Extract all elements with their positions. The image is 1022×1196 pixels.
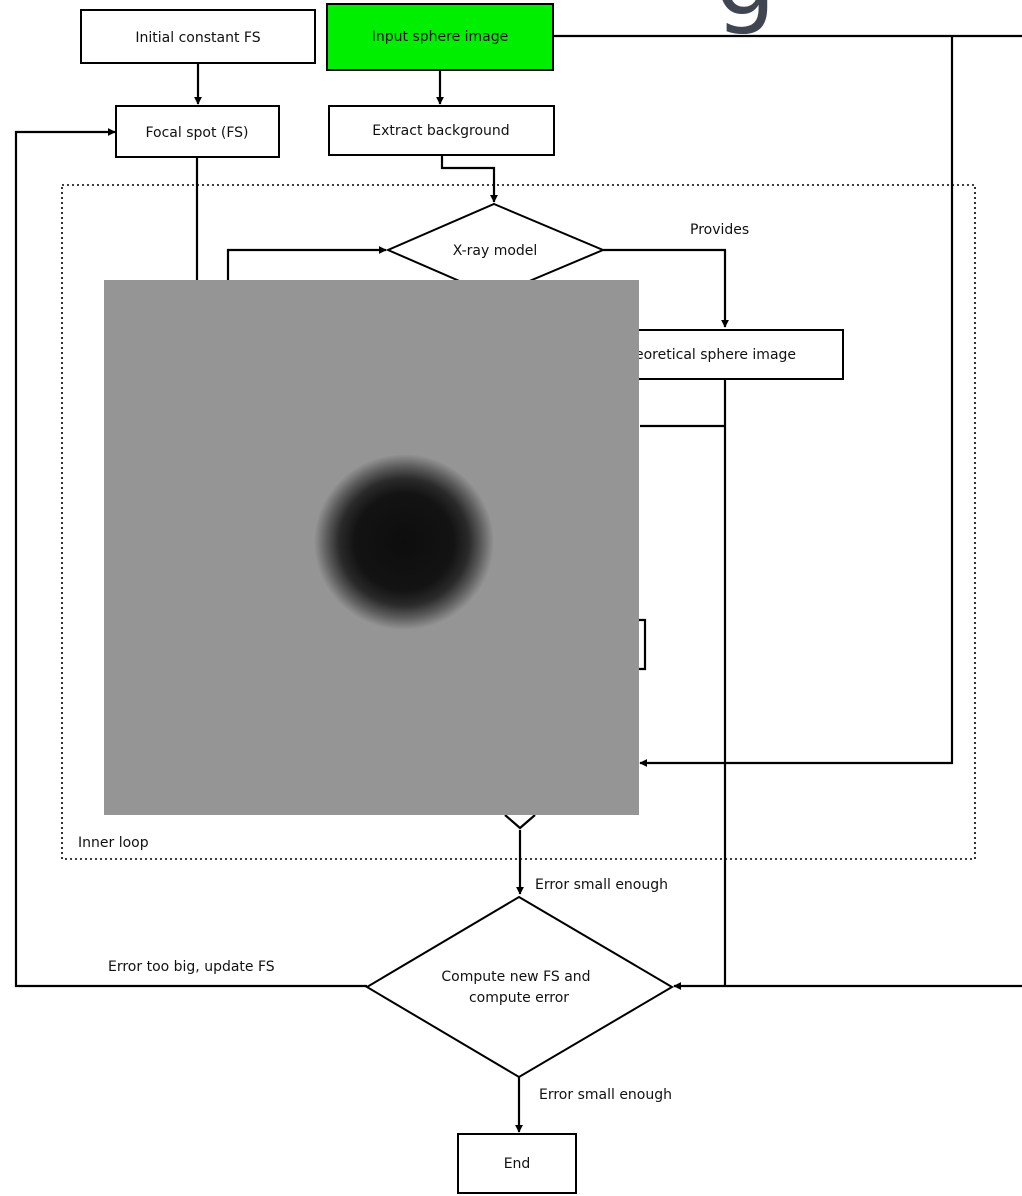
end-node [457, 1133, 577, 1194]
edge-xray-provides [603, 248, 729, 328]
compute-new-fs-node [365, 895, 674, 1079]
provides-label: Provides [690, 222, 749, 238]
focal-spot-label: Focal spot (FS) [145, 125, 248, 141]
blurred-sphere-image [104, 280, 639, 815]
edge-extract-to-xray [440, 155, 498, 203]
partial-heading-glyph: g [715, 0, 776, 37]
focal-spot-node [115, 105, 280, 158]
extract-background-node [328, 105, 555, 156]
hidden-box-edge [639, 618, 647, 671]
xray-model-label: X-ray model [453, 243, 538, 259]
initial-fs-label: Initial constant FS [135, 30, 260, 46]
input-sphere-label: Input sphere image [372, 29, 509, 45]
edge-update-fs-loop [14, 128, 367, 988]
compute-new-fs-label-line2: compute error [469, 990, 569, 1006]
error-too-big-label: Error too big, update FS [108, 959, 275, 975]
error-small-label-2: Error small enough [539, 1087, 672, 1103]
edge-diamond-tip [504, 814, 536, 830]
theoretical-sphere-label: eoretical sphere image [635, 347, 796, 363]
theoretical-sphere-node [599, 329, 844, 380]
compute-new-fs-label-line1: Compute new FS and [441, 969, 590, 985]
initial-fs-node [80, 9, 316, 64]
edge-inner-feedback [226, 246, 387, 282]
edge-input-to-comparison [639, 36, 954, 767]
end-label: End [504, 1156, 531, 1172]
extract-background-label: Extract background [372, 123, 509, 139]
inner-loop-label: Inner loop [78, 835, 149, 851]
inner-loop-group [61, 184, 976, 860]
input-sphere-node [326, 3, 554, 71]
error-small-label-1: Error small enough [535, 877, 668, 893]
